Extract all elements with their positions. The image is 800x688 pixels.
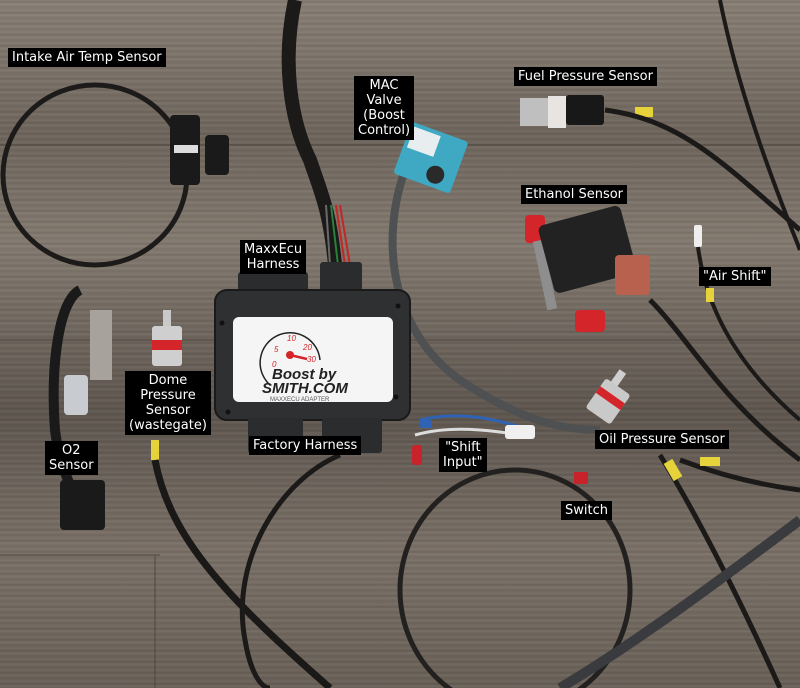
o2-sensor-device bbox=[48, 285, 112, 530]
label-oil-pressure-sensor: Oil Pressure Sensor bbox=[595, 430, 729, 449]
ethanol-sensor-device bbox=[525, 205, 650, 332]
iat-sensor-cable bbox=[0, 82, 190, 268]
gauge-tick-0: 0 bbox=[272, 360, 277, 369]
label-switch: Switch bbox=[561, 501, 612, 520]
harness-wires bbox=[325, 204, 351, 266]
label-o2-sensor: O2 Sensor bbox=[45, 441, 98, 475]
shift-input-wires bbox=[412, 414, 535, 465]
oil-pressure-cable bbox=[657, 453, 783, 688]
adapter-box: 0 5 10 20 30 Boost by SMITH.COM MAXXECU … bbox=[214, 262, 411, 453]
box-brand-line1: Boost by bbox=[272, 366, 337, 383]
label-maxxecu-harness: MaxxEcu Harness bbox=[240, 240, 307, 274]
label-mac-valve: MAC Valve (Boost Control) bbox=[354, 76, 415, 140]
dome-pressure-sensor-device bbox=[151, 310, 333, 688]
fuel-pressure-cable bbox=[604, 107, 800, 232]
oil-pressure-tag-1 bbox=[663, 458, 683, 482]
box-subtitle: MAXXECU ADAPTER bbox=[270, 397, 330, 403]
oil-pressure-tag-2 bbox=[700, 457, 720, 466]
label-air-shift: "Air Shift" bbox=[699, 267, 771, 286]
gauge-tick-30: 30 bbox=[307, 355, 316, 364]
label-ethanol-sensor: Ethanol Sensor bbox=[521, 185, 628, 204]
switch-device bbox=[574, 472, 588, 484]
braided-bundle bbox=[557, 515, 800, 688]
oil-pressure-sensor-device bbox=[586, 369, 630, 424]
mac-valve-device bbox=[394, 122, 468, 193]
label-factory-harness: Factory Harness bbox=[249, 436, 362, 455]
air-shift-wire bbox=[694, 225, 800, 422]
switch-cable-loop bbox=[397, 467, 633, 688]
gauge-tick-5: 5 bbox=[274, 345, 279, 354]
label-intake-air-temp-sensor: Intake Air Temp Sensor bbox=[8, 48, 166, 67]
right-cable-1 bbox=[648, 298, 800, 462]
label-dome-pressure-sensor: Dome Pressure Sensor (wastegate) bbox=[125, 371, 211, 435]
label-shift-input: "Shift Input" bbox=[439, 438, 487, 472]
label-fuel-pressure-sensor: Fuel Pressure Sensor bbox=[514, 67, 657, 86]
box-brand-line2: SMITH.COM bbox=[262, 380, 348, 397]
oil-pressure-cable-2 bbox=[679, 457, 800, 493]
iat-sensor bbox=[170, 115, 229, 185]
gauge-tick-10: 10 bbox=[287, 334, 296, 343]
right-cable-2 bbox=[718, 0, 800, 251]
maxxecu-harness-cable bbox=[281, 0, 342, 266]
fuel-pressure-sensor-device bbox=[520, 95, 653, 128]
gauge-tick-20: 20 bbox=[302, 343, 312, 352]
factory-harness-cable bbox=[239, 452, 341, 688]
grey-cable bbox=[388, 168, 601, 434]
